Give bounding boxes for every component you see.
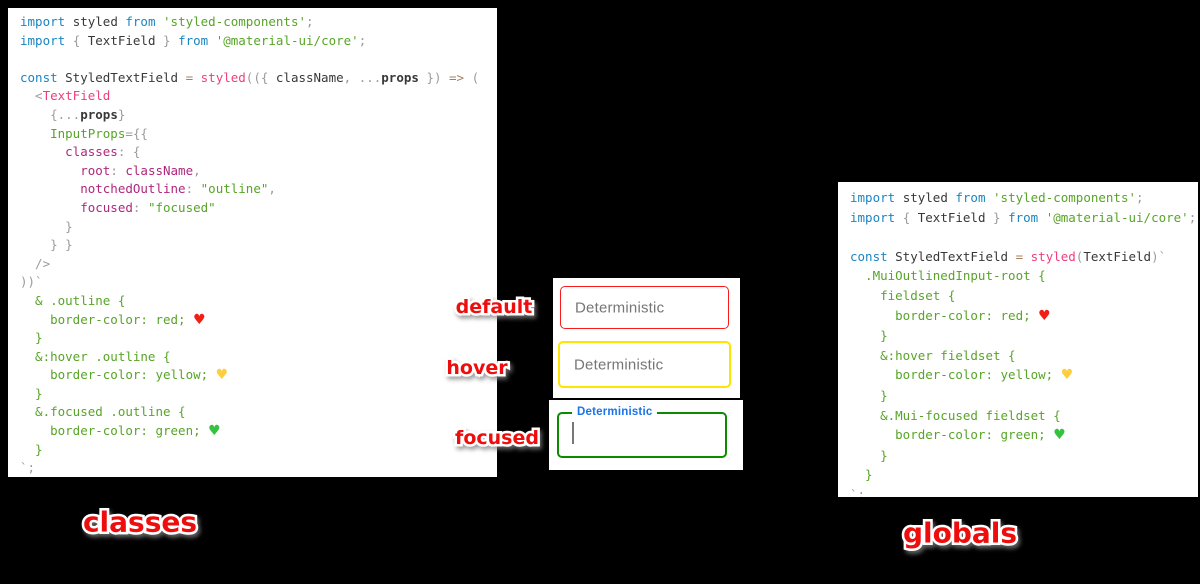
state-label-focused: focused bbox=[453, 425, 542, 452]
globals-code: import styled from 'styled-components';i… bbox=[850, 190, 1197, 497]
textfield-default-placeholder: Deterministic bbox=[575, 299, 665, 316]
globals-code-panel: import styled from 'styled-components';i… bbox=[838, 182, 1198, 497]
state-label-hover: hover bbox=[444, 355, 510, 382]
classes-code: import styled from 'styled-components';i… bbox=[20, 14, 480, 476]
textfield-default[interactable]: Deterministic bbox=[560, 286, 729, 329]
approach-label-classes: classes bbox=[80, 503, 199, 541]
textfield-hover[interactable]: Deterministic bbox=[558, 341, 731, 388]
text-cursor bbox=[572, 422, 574, 444]
textfields-lower-panel: Deterministic bbox=[549, 400, 743, 470]
classes-code-panel: import styled from 'styled-components';i… bbox=[8, 8, 497, 477]
state-label-default: default bbox=[453, 294, 535, 321]
textfield-hover-placeholder: Deterministic bbox=[574, 356, 664, 373]
textfield-focused[interactable]: Deterministic bbox=[557, 406, 727, 458]
approach-label-globals: globals bbox=[900, 514, 1019, 552]
textfield-focused-label: Deterministic bbox=[572, 406, 658, 418]
textfields-upper-panel: Deterministic Deterministic bbox=[553, 278, 740, 398]
